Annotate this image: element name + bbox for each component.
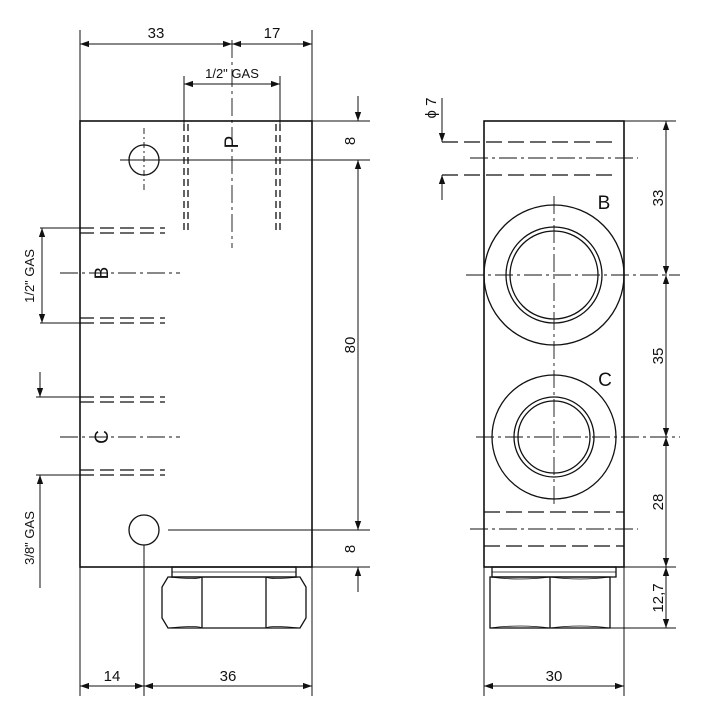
mount-hole-bottom: [128, 514, 160, 546]
c-thread-label: 3/8" GAS: [22, 511, 37, 565]
dim-14: 14: [104, 668, 121, 685]
port-b-right-label: B: [598, 193, 611, 214]
dim-30: 30: [546, 668, 563, 685]
port-p-label: P: [222, 136, 243, 149]
dim-28-right: 28: [650, 494, 667, 511]
dim-12-7-right: 12,7: [650, 583, 667, 612]
hole-diameter-label: ϕ 7: [423, 98, 440, 119]
side-view: [442, 120, 680, 629]
dim-35-right: 35: [650, 348, 667, 365]
dim-33-top: 33: [148, 25, 165, 42]
dim-36: 36: [220, 668, 237, 685]
side-hex-nut: [489, 566, 617, 629]
front-body: [79, 120, 313, 568]
port-c-right-label: C: [598, 370, 612, 391]
port-c-left-label: C: [92, 430, 113, 444]
dim-17-top: 17: [264, 25, 281, 42]
side-dimensions: [438, 98, 676, 696]
port-b-left-label: B: [92, 267, 113, 280]
front-view: [60, 40, 313, 629]
dim-8-bottom: 8: [342, 545, 359, 553]
p-thread-label: 1/2" GAS: [205, 66, 259, 81]
dim-33-right: 33: [650, 190, 667, 207]
dim-8-top: 8: [342, 137, 359, 145]
dim-80: 80: [342, 337, 359, 354]
front-hex-nut: [161, 566, 307, 629]
front-dimensions: [36, 30, 370, 696]
b-thread-label: 1/2" GAS: [22, 249, 37, 303]
